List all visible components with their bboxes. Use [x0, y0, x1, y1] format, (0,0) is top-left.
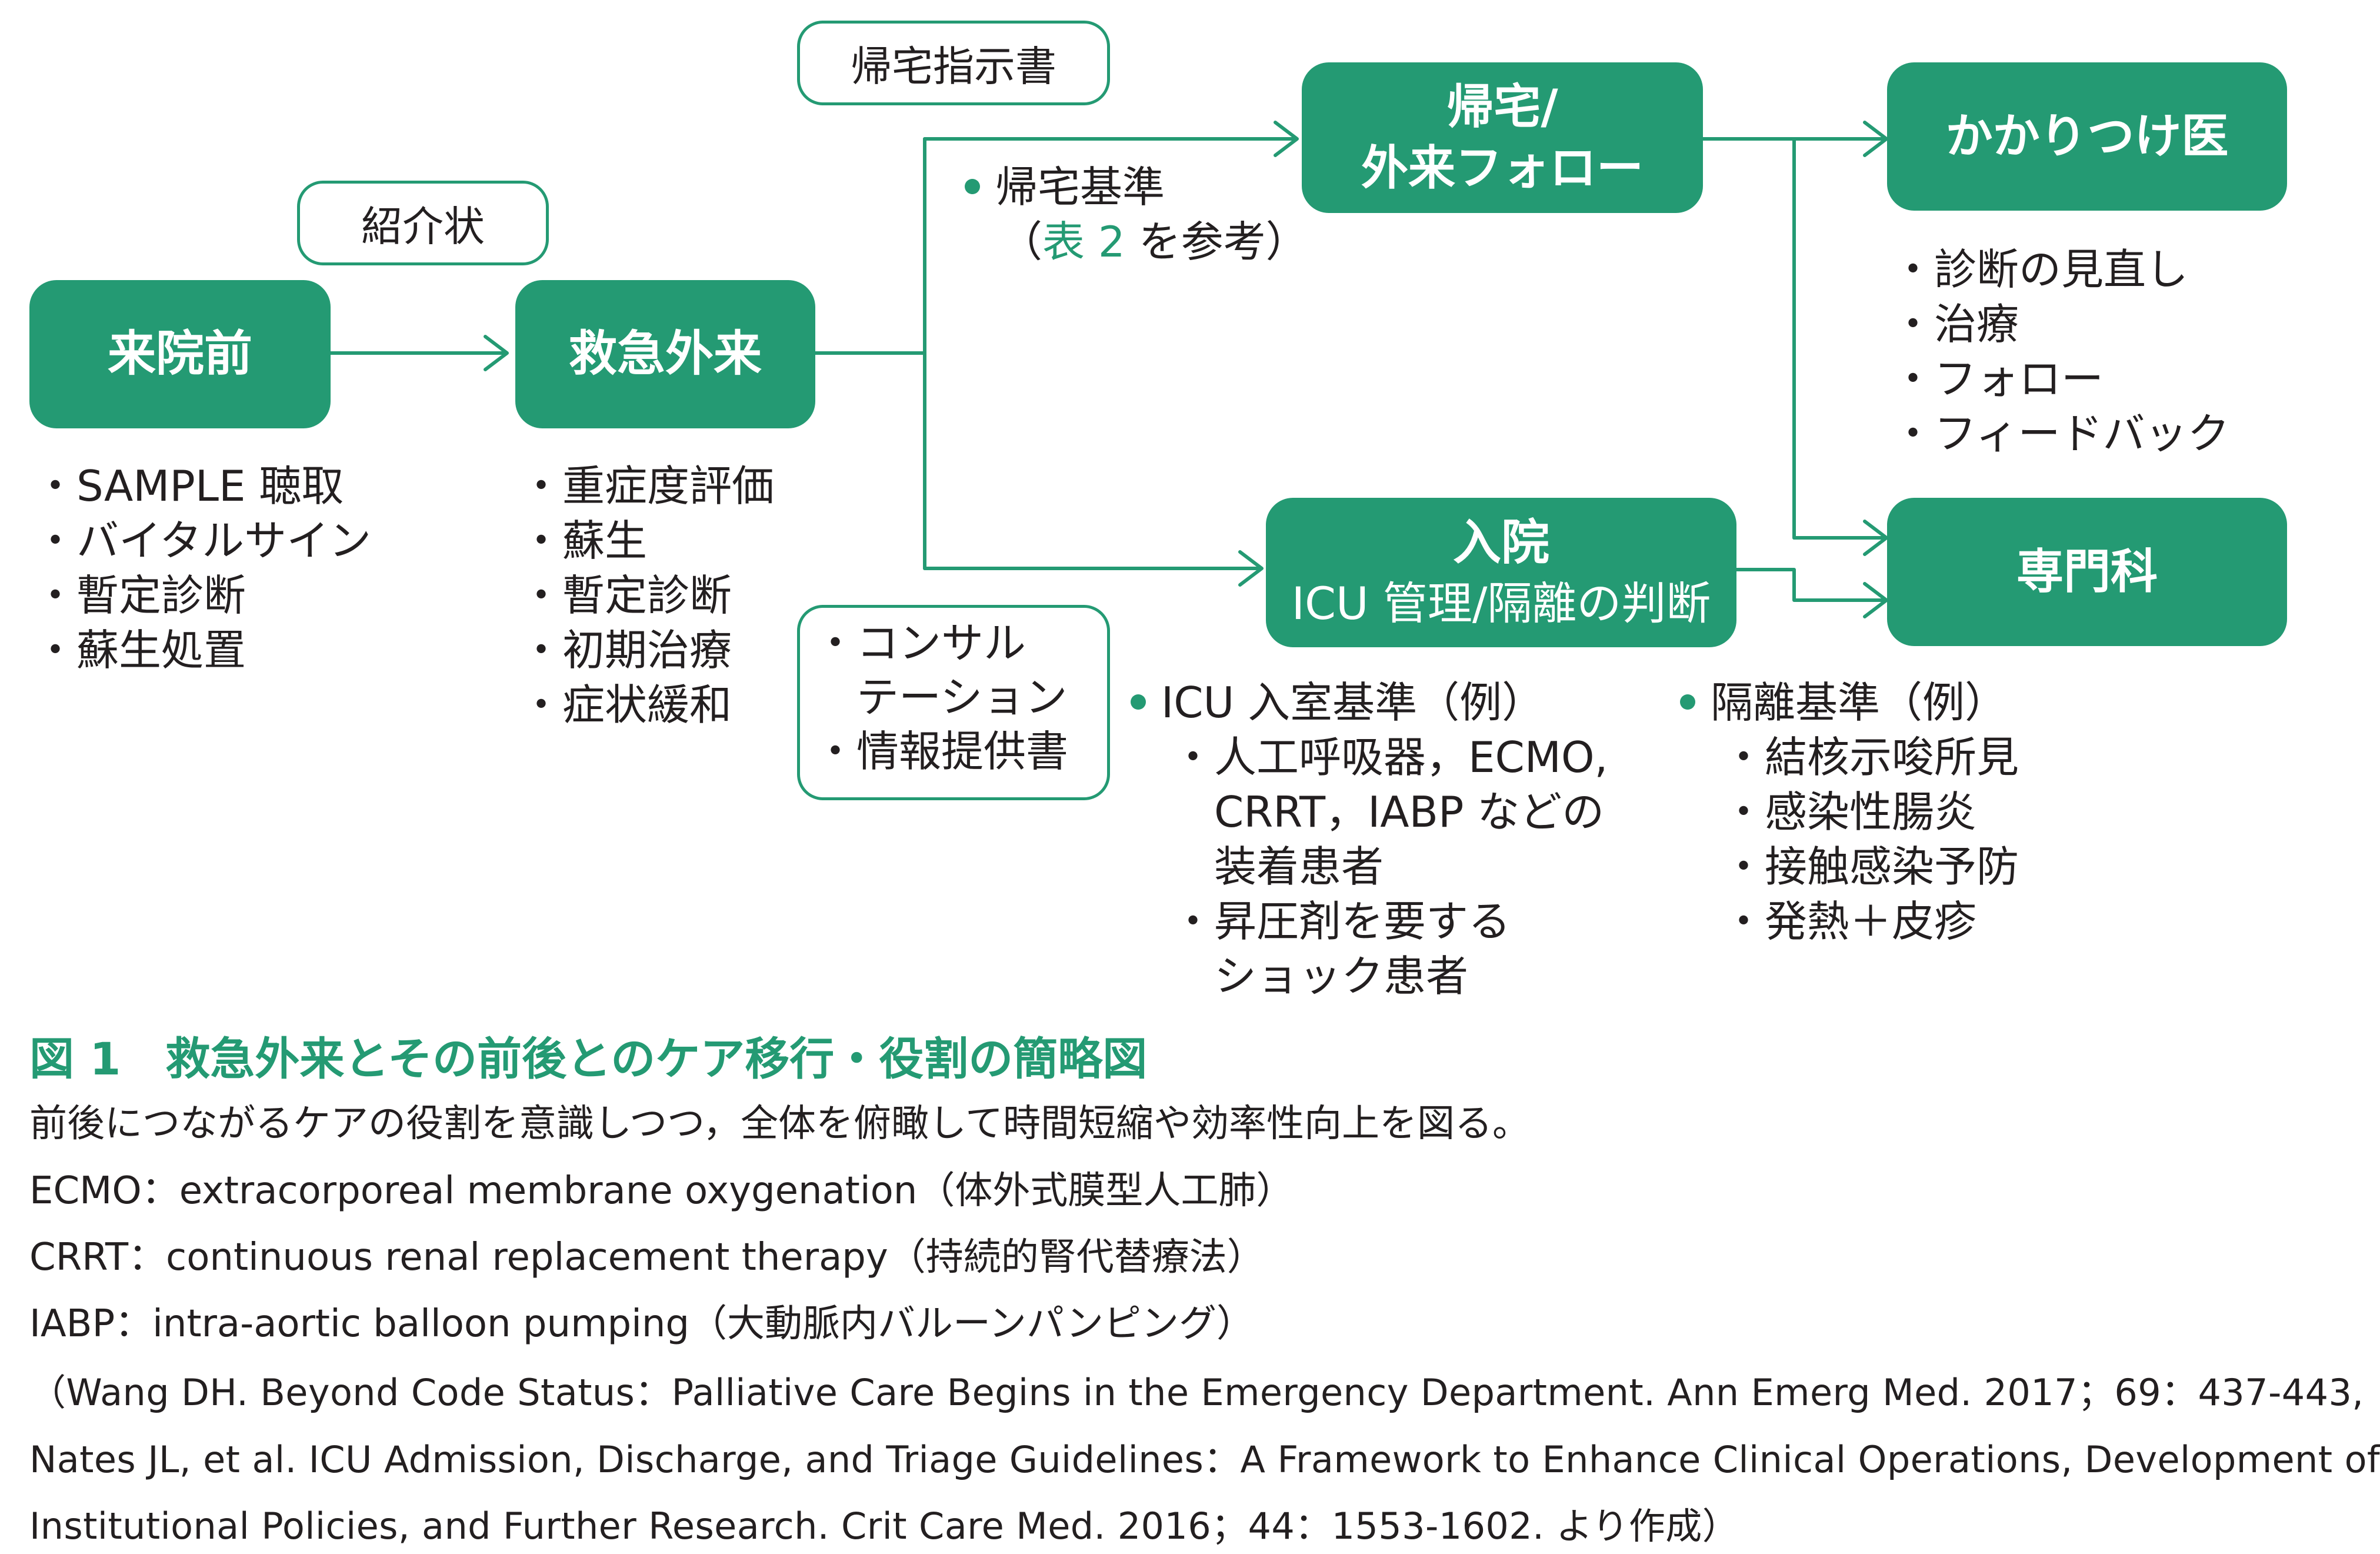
- list-item: ショック患者: [1172, 951, 1469, 1001]
- discharge-criteria-note: （表 2 を参考）: [1000, 215, 1308, 269]
- reference-line: Nates JL, et al. ICU Admission, Discharg…: [29, 1438, 2380, 1481]
- list-item: ・治療: [1892, 300, 2019, 349]
- icu-criteria-heading: ICU 入室基準（例）: [1131, 675, 1544, 730]
- reference-line: （Wang DH. Beyond Code Status：Palliative …: [29, 1371, 2364, 1414]
- caption-line: CRRT：continuous renal replacement therap…: [29, 1236, 1265, 1279]
- node-pre-hospital: 来院前: [29, 280, 331, 428]
- list-family-doctor: ・診断の見直し ・治療 ・フォロー ・フィードバック: [1892, 242, 2230, 461]
- arrowhead-admission: [1238, 550, 1264, 587]
- list-item: ・フィードバック: [1892, 409, 2230, 458]
- consult-item-info-letter: ・情報提供書: [814, 727, 1069, 776]
- list-item: ・蘇生: [520, 516, 648, 565]
- list-icu-criteria: ・人工呼吸器，ECMO, CRRT，IABP などの 装着患者 ・昇圧剤を要する…: [1172, 730, 1608, 1004]
- arrowhead-specialist-lower: [1863, 582, 1888, 618]
- arrowhead-specialist-upper: [1863, 520, 1888, 556]
- figure-caption-title: 図 1 救急外来とその前後とのケア移行・役割の簡略図: [29, 1033, 1148, 1085]
- node-specialist: 専門科: [1887, 498, 2287, 646]
- list-item: 装着患者: [1172, 842, 1384, 891]
- list-item: ・発熱＋皮疹: [1722, 897, 1977, 946]
- note-prefix: （: [1000, 217, 1043, 267]
- consult-item-consultation-cont: テーション: [814, 673, 1068, 722]
- list-item: ・人工呼吸器，ECMO,: [1172, 733, 1608, 782]
- reference-line: Institutional Policies, and Further Rese…: [29, 1505, 1739, 1548]
- tag-referral-letter-label: 紹介状: [361, 202, 485, 251]
- connector-er-trunk: [814, 137, 926, 570]
- list-item: ・診断の見直し: [1892, 245, 2189, 294]
- icu-criteria-head: ICU 入室基準（例）: [1161, 678, 1545, 727]
- connector-admission-to-specialist: [1735, 568, 1884, 602]
- bullet-dot-icon: [1680, 694, 1695, 710]
- discharge-criteria-head: 帰宅基準: [995, 162, 1165, 212]
- node-emergency-outpatient-label: 救急外来: [568, 325, 762, 382]
- discharge-criteria-heading: 帰宅基準: [965, 160, 1165, 215]
- tag-consultation-box: ・コンサル テーション ・情報提供書: [797, 605, 1110, 800]
- bullet-dot-icon: [1131, 694, 1146, 710]
- list-item: CRRT，IABP などの: [1172, 787, 1605, 837]
- list-pre-hospital: ・SAMPLE 聴取 ・バイタルサイン ・暫定診断 ・蘇生処置: [34, 459, 371, 678]
- node-specialist-label: 専門科: [2016, 544, 2158, 599]
- connector-discharge-trunk: [1701, 137, 1884, 540]
- list-item: ・重症度評価: [520, 461, 775, 511]
- bullet-dot-icon: [965, 179, 980, 195]
- list-item: ・蘇生処置: [34, 625, 246, 675]
- node-admission-line2: ICU 管理/隔離の判断: [1291, 577, 1711, 630]
- caption-line: 前後につながるケアの役割を意識しつつ，全体を俯瞰して時間短縮や効率性向上を図る。: [29, 1102, 1531, 1146]
- list-item: ・接触感染予防: [1722, 842, 2019, 891]
- caption-line: IABP：intra-aortic balloon pumping（大動脈内バル…: [29, 1302, 1255, 1346]
- consult-item-consultation: ・コンサル: [814, 618, 1026, 668]
- node-discharge-followup: 帰宅/ 外来フォロー: [1302, 62, 1703, 213]
- note-suffix: を参考）: [1125, 217, 1308, 267]
- node-admission-line1: 入院: [1452, 515, 1549, 571]
- isolation-criteria-head: 隔離基準（例）: [1711, 678, 2008, 727]
- arrowhead-er: [484, 335, 509, 371]
- isolation-criteria-heading: 隔離基準（例）: [1680, 675, 2007, 730]
- list-emergency: ・重症度評価 ・蘇生 ・暫定診断 ・初期治療 ・症状緩和: [520, 459, 774, 733]
- list-item: ・感染性腸炎: [1722, 787, 1977, 837]
- node-family-doctor-label: かかりつけ医: [1945, 109, 2229, 164]
- table-2-link: 表 2: [1042, 217, 1125, 267]
- list-item: ・結核示唆所見: [1722, 733, 2019, 782]
- list-item: ・暫定診断: [34, 571, 246, 620]
- list-item: ・暫定診断: [520, 571, 732, 620]
- list-item: ・フォロー: [1892, 354, 2104, 404]
- tag-discharge-instructions-label: 帰宅指示書: [851, 42, 1056, 91]
- list-item: ・バイタルサイン: [34, 516, 372, 565]
- node-discharge-followup-line1: 帰宅/: [1446, 79, 1558, 134]
- list-item: ・症状緩和: [520, 680, 732, 730]
- list-item: ・初期治療: [520, 625, 732, 675]
- flow-connectors: [329, 121, 1888, 618]
- arrowhead-discharge: [1274, 121, 1299, 157]
- caption-line: ECMO：extracorporeal membrane oxygenation…: [29, 1169, 1294, 1213]
- list-isolation-criteria: ・結核示唆所見 ・感染性腸炎 ・接触感染予防 ・発熱＋皮疹: [1722, 730, 2019, 949]
- node-family-doctor: かかりつけ医: [1887, 62, 2287, 211]
- node-pre-hospital-label: 来院前: [107, 325, 252, 382]
- node-emergency-outpatient: 救急外来: [515, 280, 815, 428]
- node-admission: 入院 ICU 管理/隔離の判断: [1266, 498, 1736, 647]
- list-item: ・昇圧剤を要する: [1172, 897, 1511, 946]
- tag-discharge-instructions: 帰宅指示書: [797, 21, 1110, 105]
- tag-referral-letter: 紹介状: [297, 181, 549, 265]
- node-discharge-followup-line2: 外来フォロー: [1361, 141, 1644, 195]
- list-item: ・SAMPLE 聴取: [34, 461, 344, 511]
- arrowhead-family-doctor: [1863, 121, 1888, 157]
